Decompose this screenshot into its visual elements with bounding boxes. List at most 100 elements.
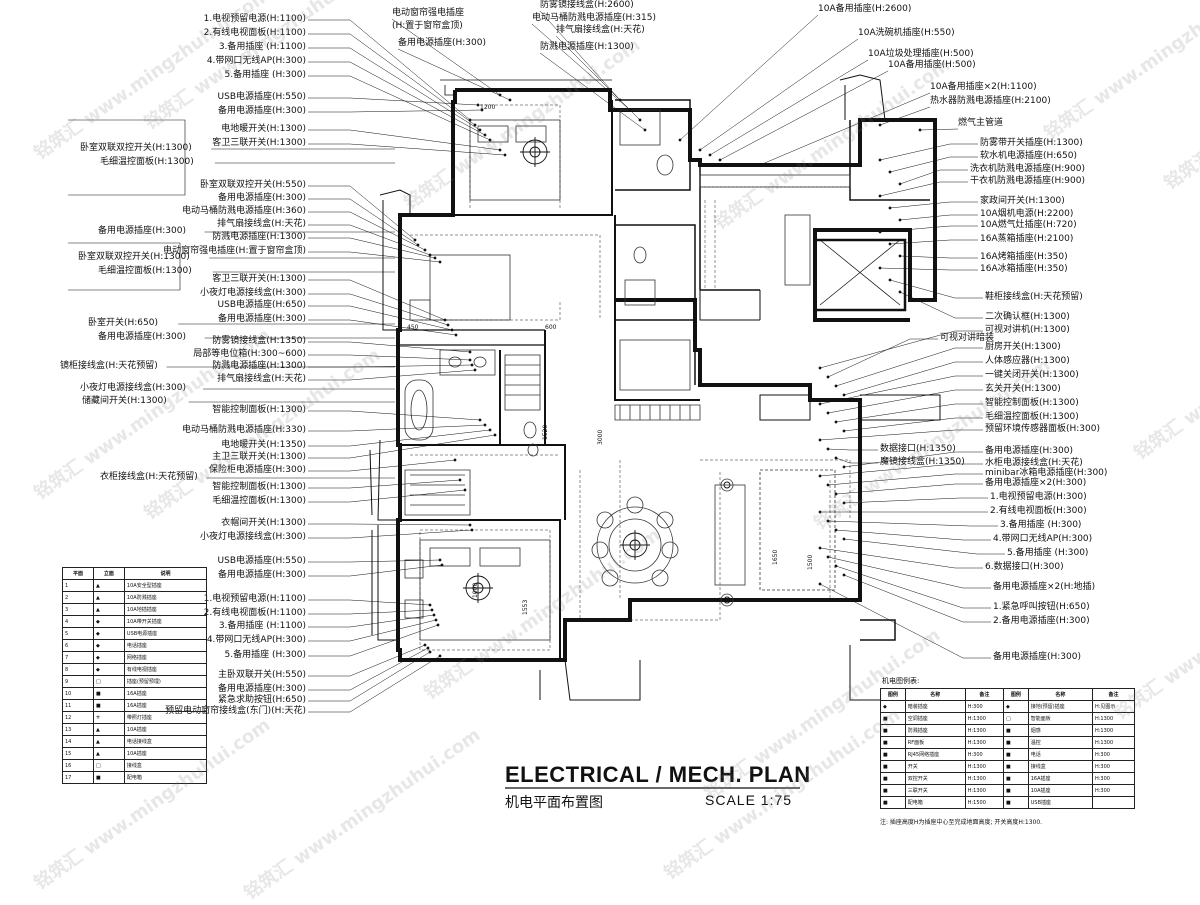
legend-cell: ■ [880,748,906,761]
right-label: 可视对讲暗装 [940,333,995,343]
dimension-mark: 1520 [542,424,549,440]
legend-cell: 10 [62,687,94,700]
dimension-mark: 1200 [480,104,496,111]
legend-header: 图例 [880,688,906,701]
legend-cell: ◆ [92,627,125,640]
right-label: 1.电视预留电源(H:300) [990,492,1087,502]
legend-cell: 电话接线盒 [123,735,208,748]
left-label: 防雾镜接线盒(H:1350) [212,336,306,346]
right-label: 3.备用插座 (H:300) [1000,520,1082,530]
legend-header: 说明 [123,567,208,580]
legend-cell: ◆ [92,639,125,652]
legend-cell: 2 [62,591,94,604]
legend-cell: 配电箱 [904,796,966,809]
legend-row: 6◆电话插座 [62,639,208,652]
top-label: 热水器防溅电源插座(H:2100) [930,96,1051,106]
left-label: 预留电动窗帘接线盒(东门)(H:天花) [165,706,306,716]
right-label: 软水机电源插座(H:650) [980,151,1078,161]
light-master [463,573,493,603]
right-label: 智能控制面板(H:1300) [985,398,1079,408]
left-label: 排气扇接线盒(H:天花) [217,374,306,384]
legend-row: 11■16A插座 [62,699,208,712]
right-label: 人体感应器(H:1300) [985,356,1070,366]
left-label: 备用电源插座(H:300) [217,684,306,694]
light-dining [620,530,650,560]
legend-row: 17■配电箱 [62,771,208,784]
legend-cell: 防溅插座 [904,724,966,737]
legend-cell: H:300 [1091,748,1136,761]
legend-cell: 16A插座 [123,699,208,712]
legend-cell: 配电箱 [123,771,208,784]
right-label: 鞋柜接线盒(H:天花预留) [985,292,1083,302]
left-label: 电动马桶防溅电源插座(H:330) [181,425,306,435]
far-left-brackets [68,119,186,291]
legend-cell: ■ [92,771,125,784]
light-living [723,481,731,604]
left-label: 客卫三联开关(H:1300) [212,138,306,148]
legend-cell: 烟感 [1027,724,1093,737]
dimension-mark: 3000 [597,429,604,445]
legend-cell: 温控 [1027,736,1093,749]
legend-cell: 9 [62,675,94,688]
legend-cell: ■ [1002,760,1029,773]
legend-header: 名称 [904,688,966,701]
legend-row: 13▲10A插座 [62,723,208,736]
legend-cell: ■ [1002,784,1029,797]
left-label: 3.备用插座 (H:1100) [218,42,306,52]
legend-cell: ■ [92,699,125,712]
dimension-mark: 1000 [472,582,479,598]
legend-row: 4◆10A带开关插座 [62,615,208,628]
plan-subtitle: 机电平面布置图 [505,795,603,811]
legend-cell: 插座(预留预埋) [123,675,208,688]
right-label: 16A冰箱插座(H:350) [980,264,1068,274]
legend-cell: 11 [62,699,94,712]
left-label: 备用电源插座(H:300) [217,314,306,324]
legend-cell: ▲ [92,591,125,604]
legend-cell: ▲ [92,747,125,760]
legend-cell: 电话 [1027,748,1093,761]
left-label: 防溅电源插座(H:1300) [212,361,306,371]
far-left-label: 储藏间开关(H:1300) [82,396,167,406]
top-label: 10A垃圾处理插座(H:500) [868,49,974,59]
right-label: 家政间开关(H:1300) [980,196,1065,206]
legend-cell: 双控开关 [904,772,966,785]
legend-cell: 10A插座 [1027,784,1093,797]
top-label: 备用电源插座(H:300) [398,38,487,48]
left-label: 电地暖开关(H:1350) [221,440,306,450]
right-label: 洗衣机防溅电源插座(H:900) [970,164,1086,174]
left-label: 主卧双联开关(H:550) [217,670,306,680]
right-label: 2.有线电视面板(H:300) [990,506,1087,516]
legend-row: 5◆USB电源插座 [62,627,208,640]
right-label: 水柜电源接线盒(H:天花) [985,458,1083,468]
left-label: 卧室双联双控开关(H:550) [199,180,306,190]
legend-cell: H:1300 [1091,736,1136,749]
right-label: 备用电源插座×2(H:300) [985,478,1087,488]
legend-row: 8◆有线电视插座 [62,663,208,676]
left-label: 4.带网口无线AP(H:300) [206,635,306,645]
legend-cell: 网络插座 [123,651,208,664]
far-left-label: 卧室双联双控开关(H:1300) [78,252,190,262]
left-label: 电地暖开关(H:1300) [221,124,306,134]
legend-cell: 4 [62,615,94,628]
left-label: 电动窗帘强电插座(H:置于窗帘盒顶) [163,246,306,256]
legend-cell: ◆ [1002,700,1029,713]
left-label: 电动马桶防溅电源插座(H:360) [181,206,306,216]
legend-cell: H:1300 [964,784,1004,797]
legend-cell: H:1300 [964,712,1004,725]
legend-header: 平面 [62,567,94,580]
right-label: 10A烟机电源(H:2200) [980,209,1074,219]
dimension-mark: 450 [407,324,419,331]
left-label: 备用电源插座(H:300) [217,106,306,116]
left-label: 智能控制面板(H:1300) [212,482,306,492]
left-label: USB电源插座(H:650) [217,300,306,310]
far-left-label: 小夜灯电源接线盒(H:300) [80,383,187,393]
left-label: 智能控制面板(H:1300) [212,405,306,415]
legend-cell: ■ [1002,772,1029,785]
far-left-label: 镜柜接线盒(H:天花预留) [60,361,158,371]
legend-cell: 16A插座 [1027,772,1093,785]
legend-header: 立面 [92,567,125,580]
legend-cell: H:1300 [964,772,1004,785]
